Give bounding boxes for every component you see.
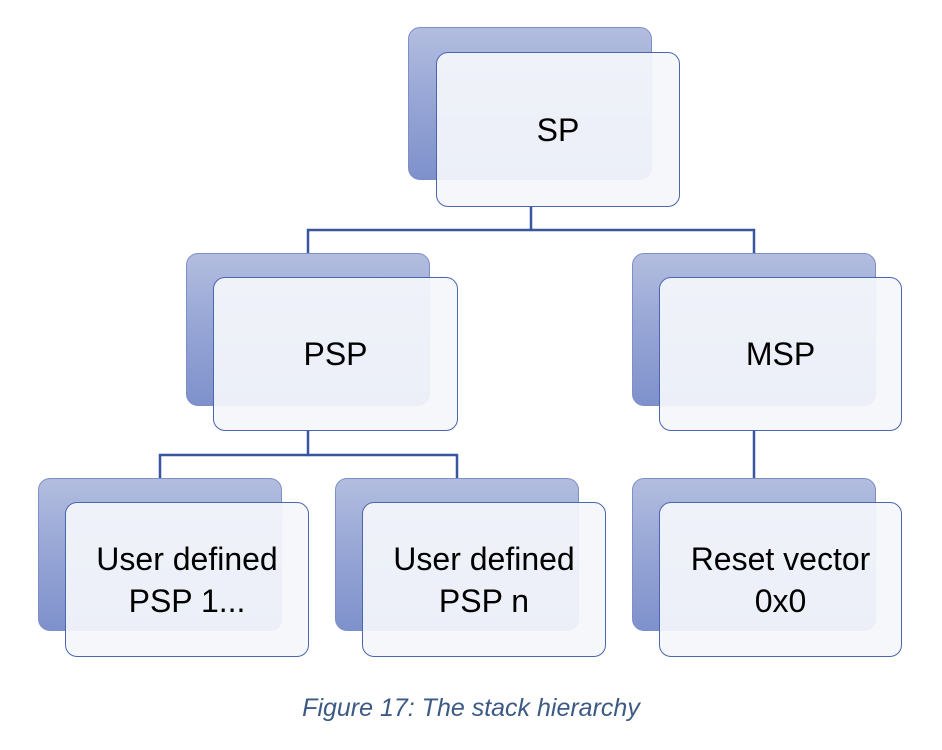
reset-vector-line2: 0x0 [754, 582, 807, 619]
edge-sp-psp [306, 207, 533, 253]
stack-hierarchy-diagram: SP PSP MSP User defined PSP 1... User de… [38, 27, 902, 657]
user-psp-1-node-text: User defined PSP 1... [96, 538, 277, 622]
user-psp-1-node: User defined PSP 1... [65, 502, 309, 657]
msp-node-label: MSP [745, 336, 816, 372]
psp-node: PSP [213, 277, 458, 431]
user-psp-n-line2: PSP n [438, 582, 530, 619]
edge-psp-usern [308, 453, 459, 478]
user-psp-n-node: User defined PSP n [362, 502, 606, 657]
connector-lines [158, 207, 756, 478]
user-psp-n-line1: User defined [393, 540, 575, 577]
sp-node-label: SP [536, 111, 580, 148]
edge-sp-msp [531, 228, 756, 253]
psp-node-label: PSP [303, 336, 368, 372]
reset-vector-node-text: Reset vector 0x0 [691, 538, 871, 622]
reset-vector-line1: Reset vector [690, 540, 871, 577]
sp-node: SP [436, 52, 680, 207]
edge-psp-user1 [158, 431, 310, 478]
figure-caption: Figure 17: The stack hierarchy [302, 694, 640, 722]
user-psp-1-line1: User defined [96, 540, 278, 577]
reset-vector-node: Reset vector 0x0 [659, 502, 902, 657]
user-psp-1-line2: PSP 1... [128, 582, 246, 619]
user-psp-n-node-text: User defined PSP n [393, 538, 574, 622]
msp-node: MSP [659, 277, 902, 431]
